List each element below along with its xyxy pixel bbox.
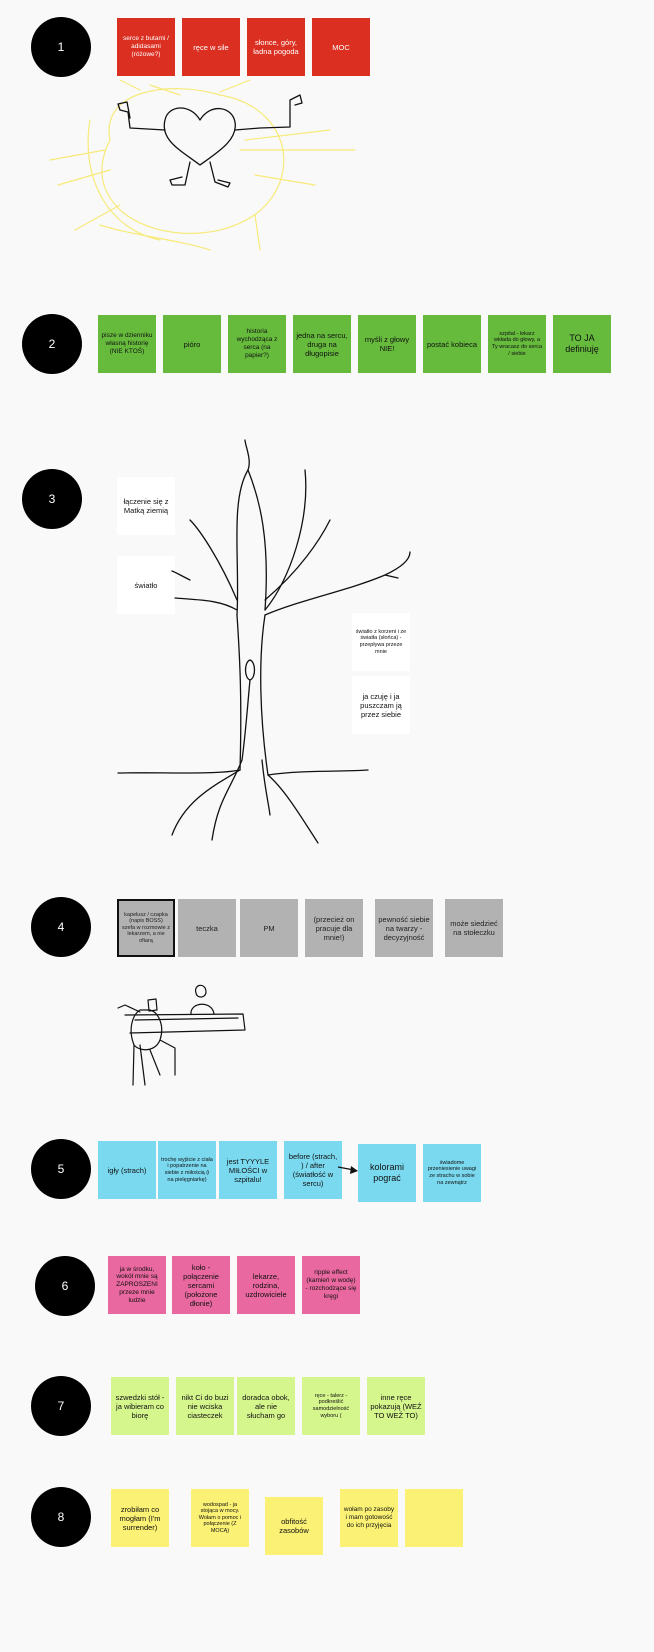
sticky-note[interactable]: ręce w sile: [182, 18, 240, 76]
desk-figure-drawing[interactable]: [0, 0, 654, 1120]
sticky-note-selected[interactable]: kapelusz / czapka (napis BOSS) szefa w r…: [117, 899, 175, 957]
heart-sun-drawing[interactable]: [0, 0, 654, 300]
sticky-note[interactable]: jest TYYYLE MIŁOŚCI w szpitalu!: [219, 1141, 277, 1199]
sticky-note[interactable]: wodospad - ja stojąca w mocy. Wołam o po…: [191, 1489, 249, 1547]
tree-strokes: [117, 439, 411, 844]
sticky-note[interactable]: nikt Ci do buzi nie wciska ciasteczek: [176, 1377, 234, 1435]
tree-drawing[interactable]: [0, 0, 654, 900]
sticky-note[interactable]: before (strach, ) / after (światłość w s…: [284, 1141, 342, 1199]
sticky-note[interactable]: ripple effect (kamień w wodę) - rozchodz…: [302, 1256, 360, 1314]
sticky-note[interactable]: trochę wyjście z ciała i popatrzenie na …: [158, 1141, 216, 1199]
sticky-note[interactable]: zrobiłam co mogłam (I'm surrender): [111, 1489, 169, 1547]
sticky-note[interactable]: postać kobieca: [423, 315, 481, 373]
arrow-icon: [337, 1166, 358, 1174]
desk-strokes: [117, 984, 246, 1086]
sticky-note[interactable]: jedna na sercu, druga na długopisie: [293, 315, 351, 373]
section-number-2: 2: [22, 314, 82, 374]
sticky-note[interactable]: szwedzki stół - ja wibieram co biorę: [111, 1377, 169, 1435]
sticky-note[interactable]: światło z korzeni i ze światła (słońca) …: [352, 613, 410, 671]
sticky-note[interactable]: ręce - talerz - podkreślić samodzielność…: [302, 1377, 360, 1435]
section-number-3: 3: [22, 469, 82, 529]
sticky-note[interactable]: pióro: [163, 315, 221, 373]
sticky-note[interactable]: słonce, góry, ładna pogoda: [247, 18, 305, 76]
section-number-7: 7: [31, 1376, 91, 1436]
sticky-note[interactable]: TO JA definiuję: [553, 315, 611, 373]
connector-arrow[interactable]: [0, 0, 654, 1200]
section-number-6: 6: [35, 1256, 95, 1316]
sticky-note[interactable]: (przecież on pracuje dla mnie!): [305, 899, 363, 957]
sticky-note[interactable]: lekarze, rodzina, uzdrowiciele: [237, 1256, 295, 1314]
heart-figure: [117, 94, 303, 188]
section-number-1: 1: [31, 17, 91, 77]
sticky-note[interactable]: ja czuję i ja puszczam ją przez siebie: [352, 676, 410, 734]
sticky-note[interactable]: może siedzieć na stołeczku: [445, 899, 503, 957]
sticky-note[interactable]: pisze w dzienniku własną historię (NIE K…: [98, 315, 156, 373]
sticky-note[interactable]: myśli z głowy NIE!: [358, 315, 416, 373]
section-number-8: 8: [31, 1487, 91, 1547]
sticky-note[interactable]: szpital - lekarz wkłada do głowy, a Ty w…: [488, 315, 546, 373]
sticky-note[interactable]: doradca obok, ale nie słucham go: [237, 1377, 295, 1435]
sticky-note[interactable]: teczka: [178, 899, 236, 957]
sticky-note[interactable]: PM: [240, 899, 298, 957]
sticky-note[interactable]: pewność siebie na twarzy - decyzyjność: [375, 899, 433, 957]
sticky-note[interactable]: światło: [117, 556, 175, 614]
section-number-4: 4: [31, 897, 91, 957]
sticky-note[interactable]: łączenie się z Matką ziemią: [117, 477, 175, 535]
sticky-note[interactable]: kolorami pograć: [358, 1144, 416, 1202]
sticky-note[interactable]: MOC: [312, 18, 370, 76]
sticky-note-empty[interactable]: [405, 1489, 463, 1547]
sticky-note[interactable]: igły (strach): [98, 1141, 156, 1199]
sticky-note[interactable]: koło - połączenie sercami (położone dłon…: [172, 1256, 230, 1314]
section-number-5: 5: [31, 1139, 91, 1199]
sticky-note[interactable]: świadome przeniesienie uwagi ze strachu …: [423, 1144, 481, 1202]
sticky-note[interactable]: wołam po zasoby i mam gotowość do ich pr…: [340, 1489, 398, 1547]
sticky-note[interactable]: serce z butami / adidasami (różowe?): [117, 18, 175, 76]
sticky-note[interactable]: inne ręce pokazują (WEŹ TO WEŹ TO): [367, 1377, 425, 1435]
sticky-note[interactable]: obfitość zasobów: [265, 1497, 323, 1555]
sticky-note[interactable]: historia wychodząca z serca (na papier?): [228, 315, 286, 373]
sun-rays: [49, 79, 356, 251]
sticky-note[interactable]: ja w środku, wokół mnie są ZAPROSZENI pr…: [108, 1256, 166, 1314]
